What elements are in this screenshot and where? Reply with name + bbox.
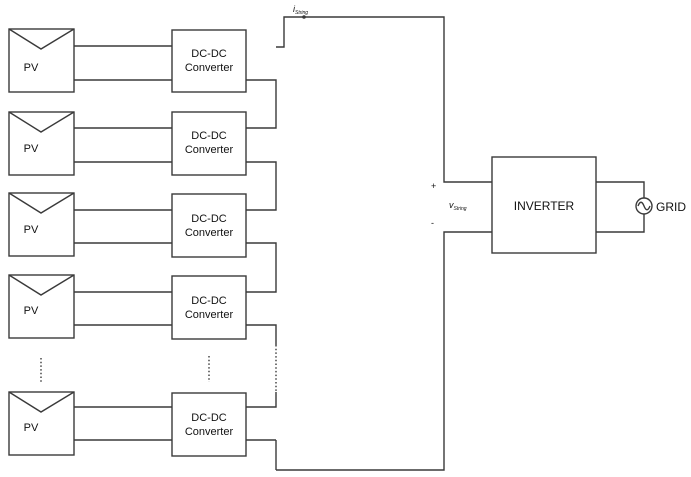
converter-label-line2: Converter [185, 227, 234, 239]
string-current-subscript: String [295, 10, 308, 16]
converter-label-line2: Converter [185, 426, 234, 438]
dc-dc-converter-3 [171, 193, 247, 258]
converter-label-line2: Converter [185, 144, 234, 156]
series-link-1-2 [246, 79, 277, 129]
string-voltage-label: vString [449, 200, 467, 212]
pv-symbol-1 [8, 28, 75, 50]
dc-dc-converter-4 [171, 275, 247, 340]
series-link-2-3 [246, 161, 277, 211]
pv-symbol-5 [8, 391, 75, 413]
string-current-symbol: i [293, 4, 296, 14]
pv-module-1: PV DC-DC Converter [8, 28, 247, 93]
current-node [302, 15, 306, 19]
dc-dc-converter-2 [171, 111, 247, 176]
voltage-plus-sign: + [431, 181, 436, 191]
dc-dc-converter-1 [171, 29, 247, 93]
string-bus-bottom [276, 231, 492, 471]
converter-label-line1: DC-DC [191, 213, 226, 225]
grid-label: GRID [656, 200, 686, 214]
series-link-gap-5 [246, 392, 277, 408]
pv-label: PV [24, 143, 39, 155]
pv-label: PV [24, 62, 39, 74]
grid-wire-top [596, 181, 645, 198]
converter-label-line2: Converter [185, 62, 234, 74]
converter-label-line1: DC-DC [191, 130, 226, 142]
pv-symbol-2 [8, 111, 75, 133]
pv-label: PV [24, 422, 39, 434]
pv-panel-4 [8, 274, 75, 339]
sine-wave-icon [637, 201, 651, 211]
series-link-3-4 [246, 242, 277, 293]
voltage-minus-sign: - [431, 218, 434, 228]
pv-label: PV [24, 305, 39, 317]
pv-symbol-3 [8, 192, 75, 214]
converter-label-line1: DC-DC [191, 412, 226, 424]
inverter-box [491, 156, 597, 254]
pv-panel-2 [8, 111, 75, 176]
converter-label-line2: Converter [185, 309, 234, 321]
pv-module-3: PV DC-DC Converter [8, 192, 247, 258]
inverter-label: INVERTER [514, 199, 575, 213]
dc-dc-converter-5 [171, 392, 247, 457]
pv-panel-1 [8, 28, 75, 93]
pv-panel-3 [8, 192, 75, 257]
string-voltage-subscript: String [454, 206, 467, 212]
pv-label: PV [24, 224, 39, 236]
converter-label-line1: DC-DC [191, 295, 226, 307]
string-voltage-symbol: v [449, 200, 454, 210]
series-link-4-gap [246, 324, 277, 345]
pv-panel-5 [8, 391, 75, 456]
pv-module-5: PV DC-DC Converter [8, 391, 247, 457]
string-current-label: iString [293, 4, 308, 16]
pv-module-4: PV DC-DC Converter [8, 274, 247, 340]
pv-symbol-4 [8, 274, 75, 296]
string-bus-top [276, 16, 492, 183]
pv-module-2: PV DC-DC Converter [8, 111, 247, 176]
grid-wire-bottom [596, 214, 645, 233]
converter-label-line1: DC-DC [191, 48, 226, 60]
